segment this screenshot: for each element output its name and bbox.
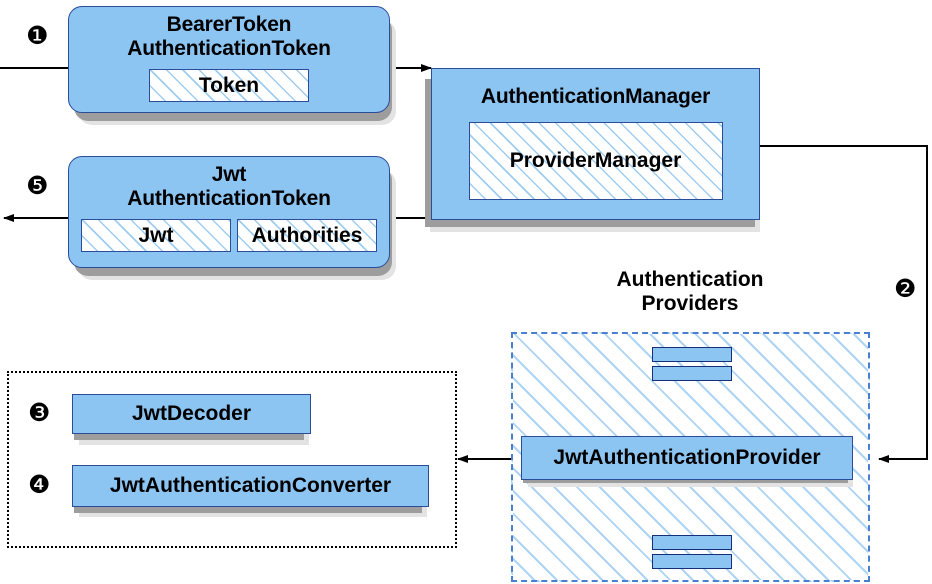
node-jwt-decoder[interactable]: JwtDecoder — [72, 394, 311, 434]
node-jwt-authentication-token[interactable]: Jwt AuthenticationToken Jwt Authorities — [68, 156, 390, 268]
step-marker-5: ❺ — [26, 171, 49, 200]
authentication-manager-title: AuthenticationManager — [480, 85, 711, 108]
provider-stack-bar-bottom-2 — [652, 554, 732, 569]
provider-stack-bar-top-2 — [652, 366, 732, 381]
jwt-token-inner-authorities[interactable]: Authorities — [237, 219, 377, 253]
provider-stack-bar-top-1 — [652, 347, 732, 362]
step-marker-3: ❸ — [28, 398, 51, 427]
step-marker-4: ❹ — [28, 470, 51, 499]
provider-stack-bar-bottom-1 — [652, 535, 732, 550]
jwt-token-inner-jwt[interactable]: Jwt — [81, 219, 231, 253]
providers-group-label-line1: Authentication — [616, 268, 764, 291]
bearer-token-label-line2: AuthenticationToken — [127, 36, 331, 60]
node-jwt-authentication-provider[interactable]: JwtAuthenticationProvider — [521, 436, 853, 480]
bearer-token-label-line1: BearerToken — [166, 13, 292, 36]
jwt-token-label-line2: AuthenticationToken — [127, 186, 331, 210]
node-authentication-manager[interactable]: AuthenticationManager ProviderManager — [431, 68, 760, 220]
step-marker-2: ❷ — [894, 274, 917, 303]
providers-group-label-line2: Providers — [641, 291, 739, 315]
authentication-manager-inner-provider-manager[interactable]: ProviderManager — [468, 121, 723, 200]
node-jwt-authentication-converter[interactable]: JwtAuthenticationConverter — [72, 465, 429, 507]
jwt-token-label-line1: Jwt — [211, 163, 247, 186]
node-bearer-token-authentication-token[interactable]: BearerToken AuthenticationToken Token — [68, 6, 390, 113]
step-marker-1: ❶ — [26, 21, 49, 50]
support-group-container — [7, 371, 457, 548]
bearer-token-inner-token[interactable]: Token — [149, 69, 309, 103]
providers-group-label: Authentication Providers — [590, 268, 790, 315]
